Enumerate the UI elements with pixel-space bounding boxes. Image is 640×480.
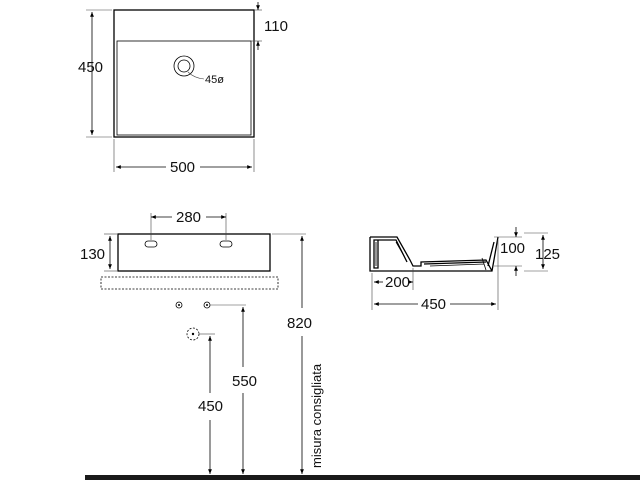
supply-height-label: 550 [232,373,257,390]
total-height-label: 820 [287,315,312,332]
depth-label: 200 [385,274,410,291]
side-view: 100 125 200 450 [369,227,560,313]
fixing-slot-left [144,240,158,248]
countertop-dashed [100,276,279,290]
top-height-label: 450 [78,59,103,76]
fixing-slot-right [219,240,233,248]
tap-hole-outer [173,55,195,77]
supply-fitting-left [175,301,183,309]
basin-front [117,233,271,272]
floor-line [85,475,640,480]
recommended-note: misura consigliata [309,363,324,468]
waste-height-label: 450 [198,398,223,415]
thickness-label: 130 [80,246,105,263]
tap-hole-inner [177,59,191,73]
top-width-label: 500 [170,159,195,176]
basin-section [369,236,499,272]
side-width-label: 450 [421,296,446,313]
tap-spacing-label: 280 [176,209,201,226]
front-view: 280 130 450 550 820 misura consigliata [80,209,640,480]
top-view: 45ø 450 110 500 [78,2,288,176]
inner-height-label: 100 [500,240,525,257]
basin-inner-top [116,40,252,136]
hole-leader [187,71,205,80]
basin-outline-top [113,9,255,138]
rim-label: 110 [264,18,288,35]
hole-diameter-label: 45ø [205,74,224,86]
total-thickness-label: 125 [535,246,560,263]
